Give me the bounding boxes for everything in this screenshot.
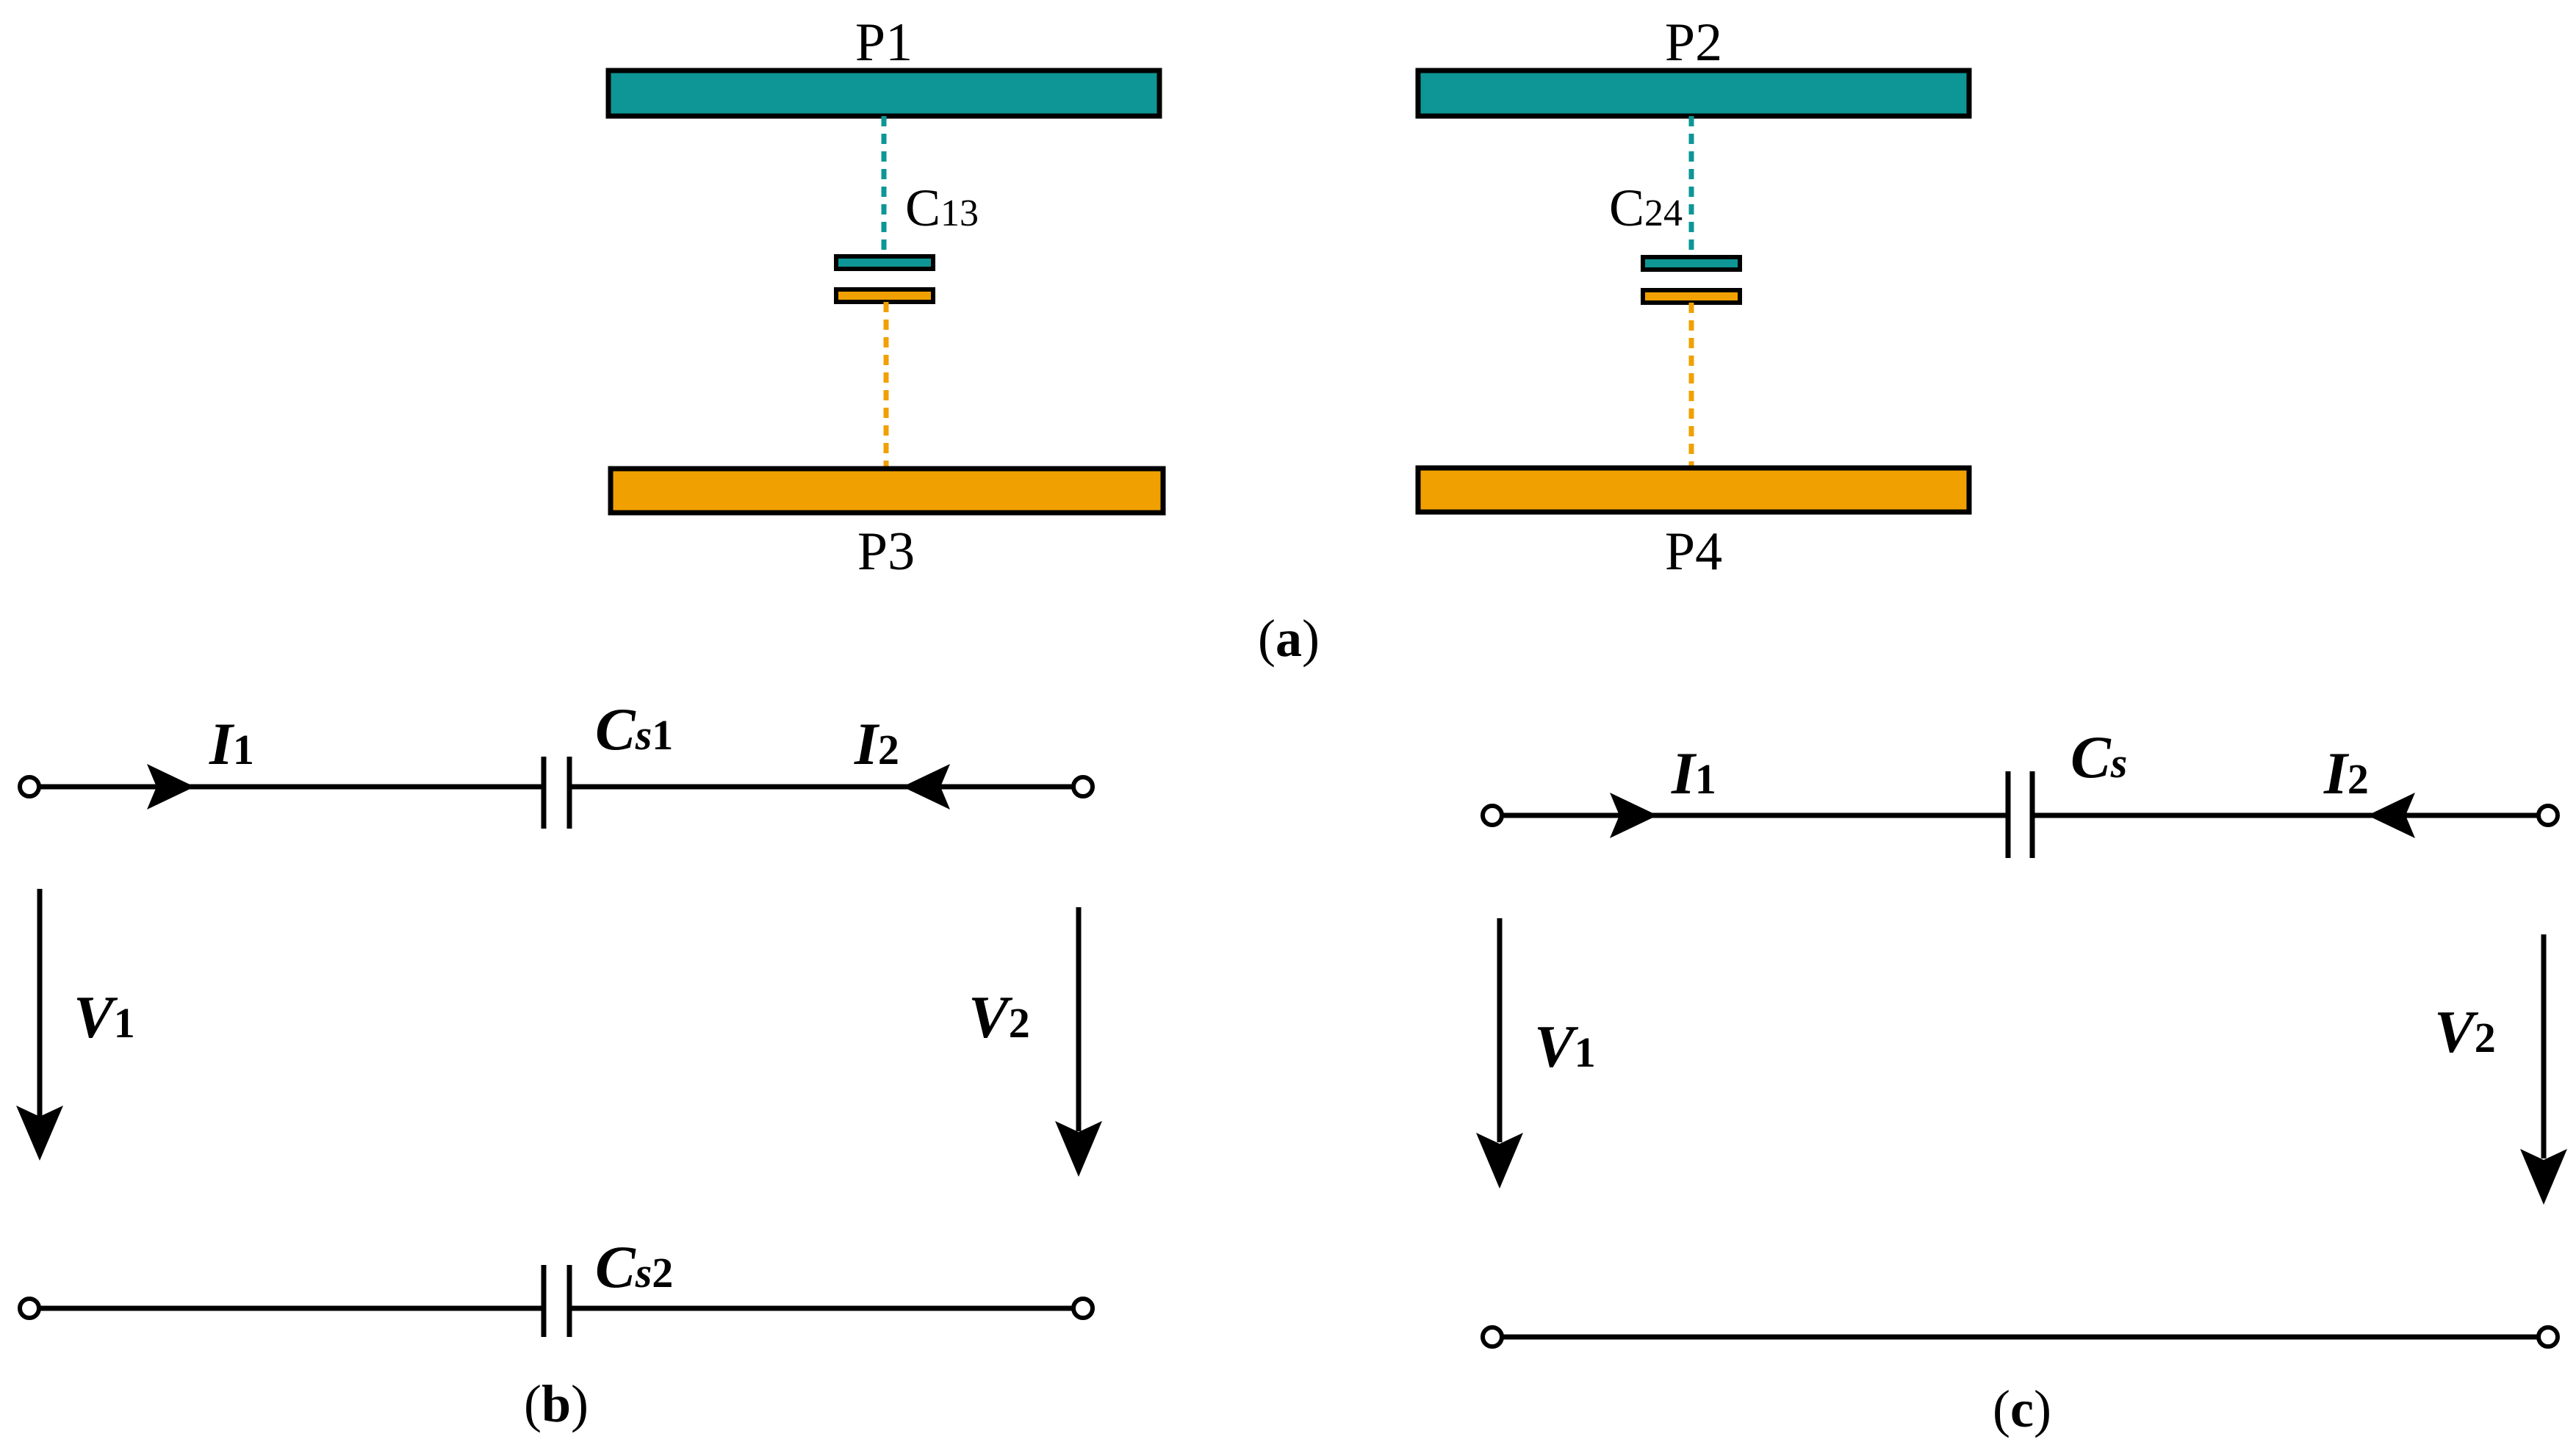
- b-v1-label: V1: [73, 984, 135, 1050]
- cap13-label: C13: [905, 179, 979, 237]
- b-v1-arrow-head: [16, 1106, 63, 1161]
- panel-c-label: (c): [1993, 1380, 2051, 1438]
- plate-p1-label: P1: [855, 12, 913, 73]
- b-v2-arrow-head: [1055, 1121, 1102, 1177]
- c-v1-label: V1: [1534, 1013, 1596, 1080]
- plate-p2-label: P2: [1665, 12, 1722, 73]
- cap24-top-plate: [1641, 255, 1742, 272]
- plate-p1: [605, 68, 1162, 119]
- plate-p3: [608, 466, 1166, 516]
- b-current-arrow-i1: [147, 764, 195, 810]
- panel-a-label: (a): [1258, 609, 1320, 668]
- cap24-label: C24: [1609, 179, 1683, 237]
- b-i2-label: I2: [854, 710, 899, 777]
- c-i1-label: I1: [1671, 740, 1716, 807]
- c-terminal-top-right: [2536, 804, 2560, 827]
- c-i2-label: I2: [2323, 740, 2369, 807]
- plate-p4-label: P4: [1665, 522, 1722, 582]
- c-terminal-bottom-left: [1481, 1325, 1504, 1349]
- plate-p3-label: P3: [857, 522, 915, 582]
- b-i1-label: I1: [209, 710, 254, 777]
- b-terminal-top-right: [1071, 775, 1095, 798]
- b-v2-label: V2: [968, 984, 1030, 1050]
- cap13-top-plate: [834, 254, 935, 271]
- b-terminal-top-left: [18, 775, 41, 798]
- c-v2-label: V2: [2434, 998, 2496, 1065]
- b-terminal-bottom-right: [1071, 1297, 1095, 1320]
- panel-a: P1 P3 C13 P2 P4 C24 (a): [605, 12, 1972, 668]
- c-cs-label: Cs: [2070, 724, 2127, 790]
- b-cs1-label: Cs1: [595, 696, 673, 763]
- c-current-arrow-i1: [1610, 793, 1658, 838]
- panel-b: I1 I2 Cs1 V1 V2 Cs2 (b): [16, 696, 1102, 1433]
- b-current-arrow-i2: [902, 764, 950, 810]
- plate-p4: [1415, 465, 1972, 515]
- panel-c: I1 I2 Cs V1 V2 (c): [1476, 724, 2567, 1438]
- plate-p2: [1415, 68, 1972, 119]
- c-terminal-bottom-right: [2536, 1325, 2560, 1349]
- c-v1-arrow-head: [1476, 1133, 1523, 1189]
- panel-b-label: (b): [524, 1374, 589, 1433]
- c-current-arrow-i2: [2367, 793, 2415, 838]
- b-terminal-bottom-left: [18, 1297, 41, 1320]
- c-terminal-top-left: [1481, 804, 1504, 827]
- b-cs2-label: Cs2: [595, 1233, 673, 1300]
- c-v2-arrow-head: [2520, 1149, 2567, 1205]
- cap13-bottom-plate: [834, 287, 935, 304]
- cap24-bottom-plate: [1641, 288, 1742, 305]
